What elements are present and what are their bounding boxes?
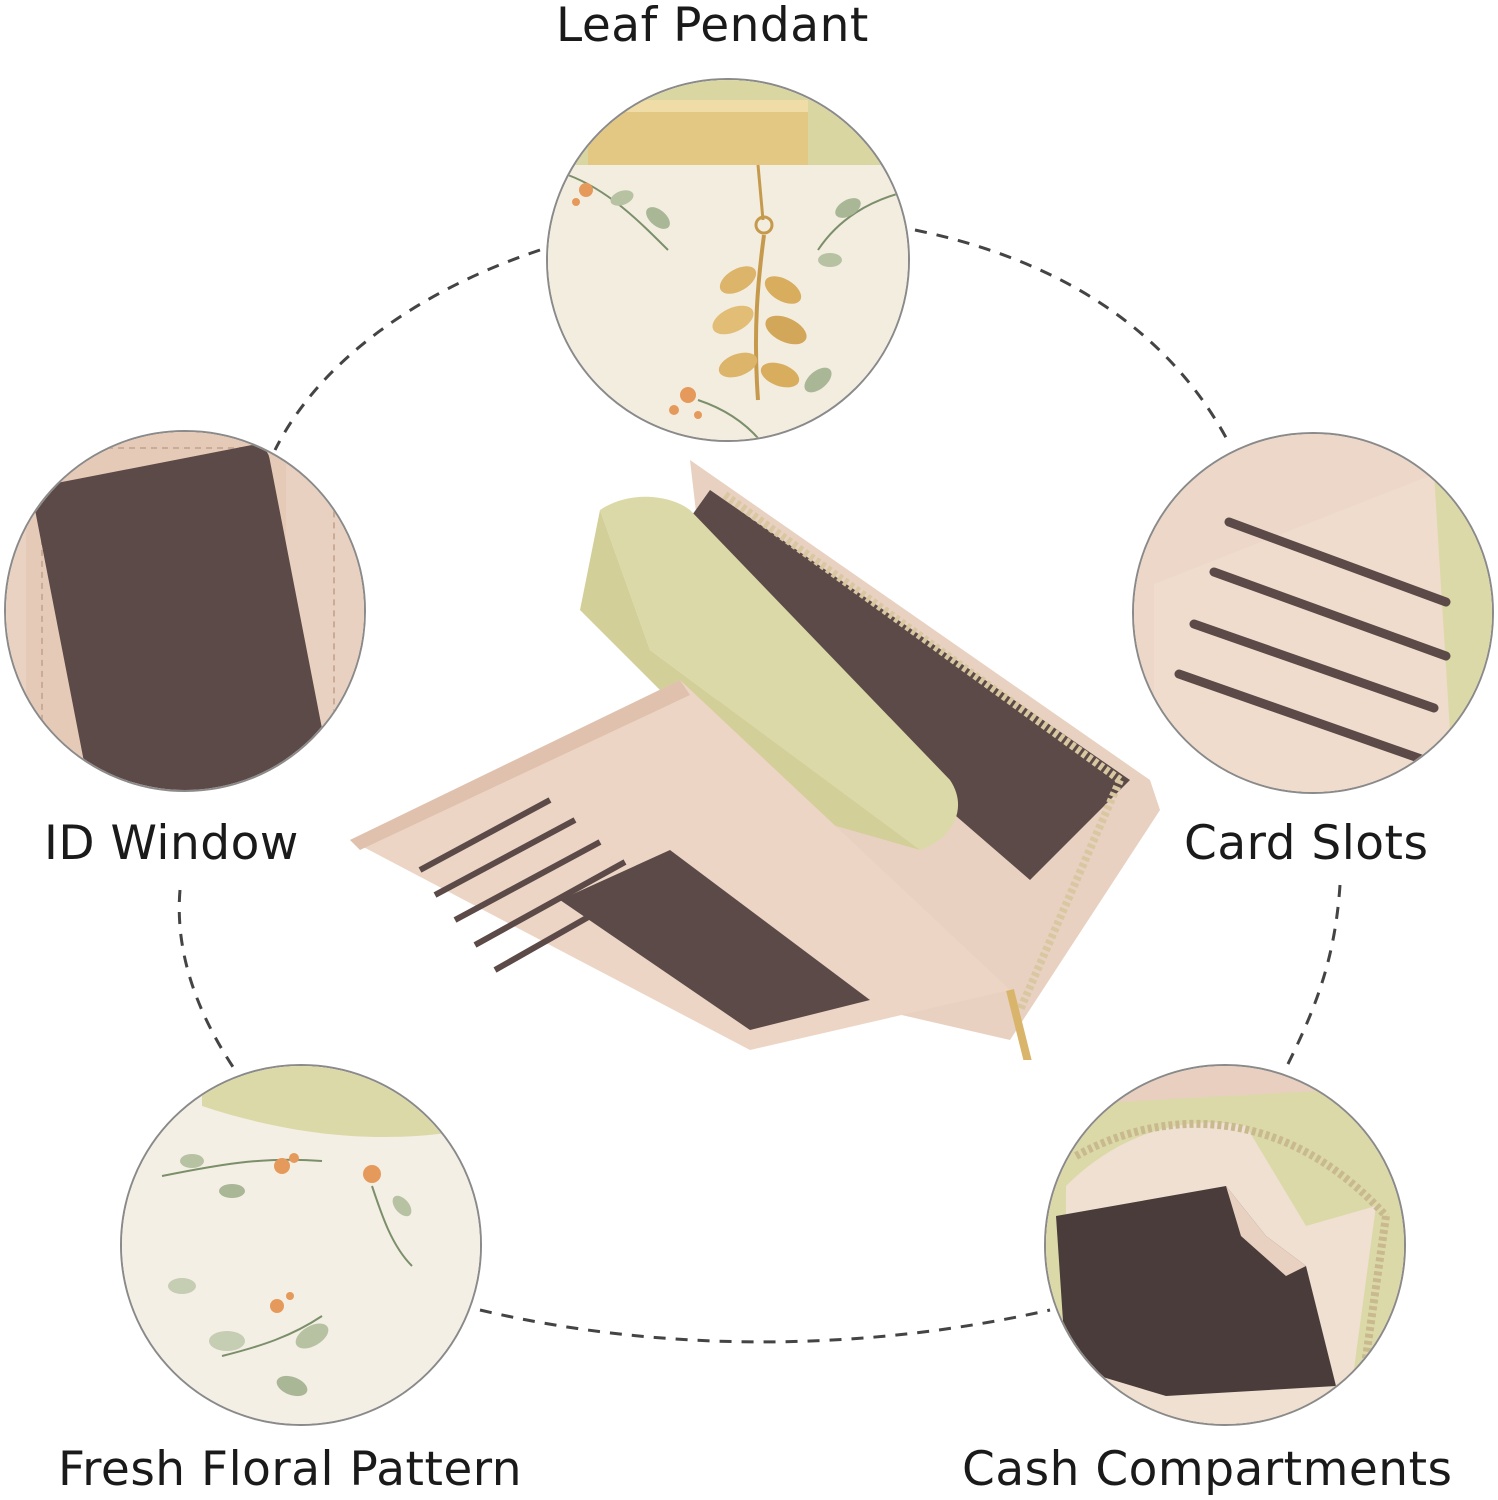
floral-sprig-top [161, 1153, 413, 1267]
wallet-open-view [350, 460, 1160, 1060]
label-id-window: ID Window [44, 816, 299, 871]
label-cash-compartments: Cash Compartments [962, 1442, 1453, 1497]
label-fresh-floral-pattern: Fresh Floral Pattern [58, 1442, 523, 1497]
floral-pattern-detail [120, 1064, 482, 1426]
cash-compartments-detail [1044, 1064, 1406, 1426]
front-card-slots [418, 797, 652, 973]
cash-pocket-icon [1056, 1186, 1336, 1396]
id-window-detail [4, 430, 366, 792]
card-slots-detail [1132, 432, 1494, 794]
floral-sprig-lower [168, 1278, 329, 1397]
leaf-pendant-icon [712, 164, 807, 401]
label-card-slots: Card Slots [1184, 816, 1429, 871]
card-slot-lines [1174, 517, 1451, 765]
label-leaf-pendant: Leaf Pendant [556, 0, 869, 53]
leaf-pendant-detail [546, 78, 910, 442]
floral-sprig-left [567, 174, 670, 251]
id-window-icon [33, 444, 329, 790]
